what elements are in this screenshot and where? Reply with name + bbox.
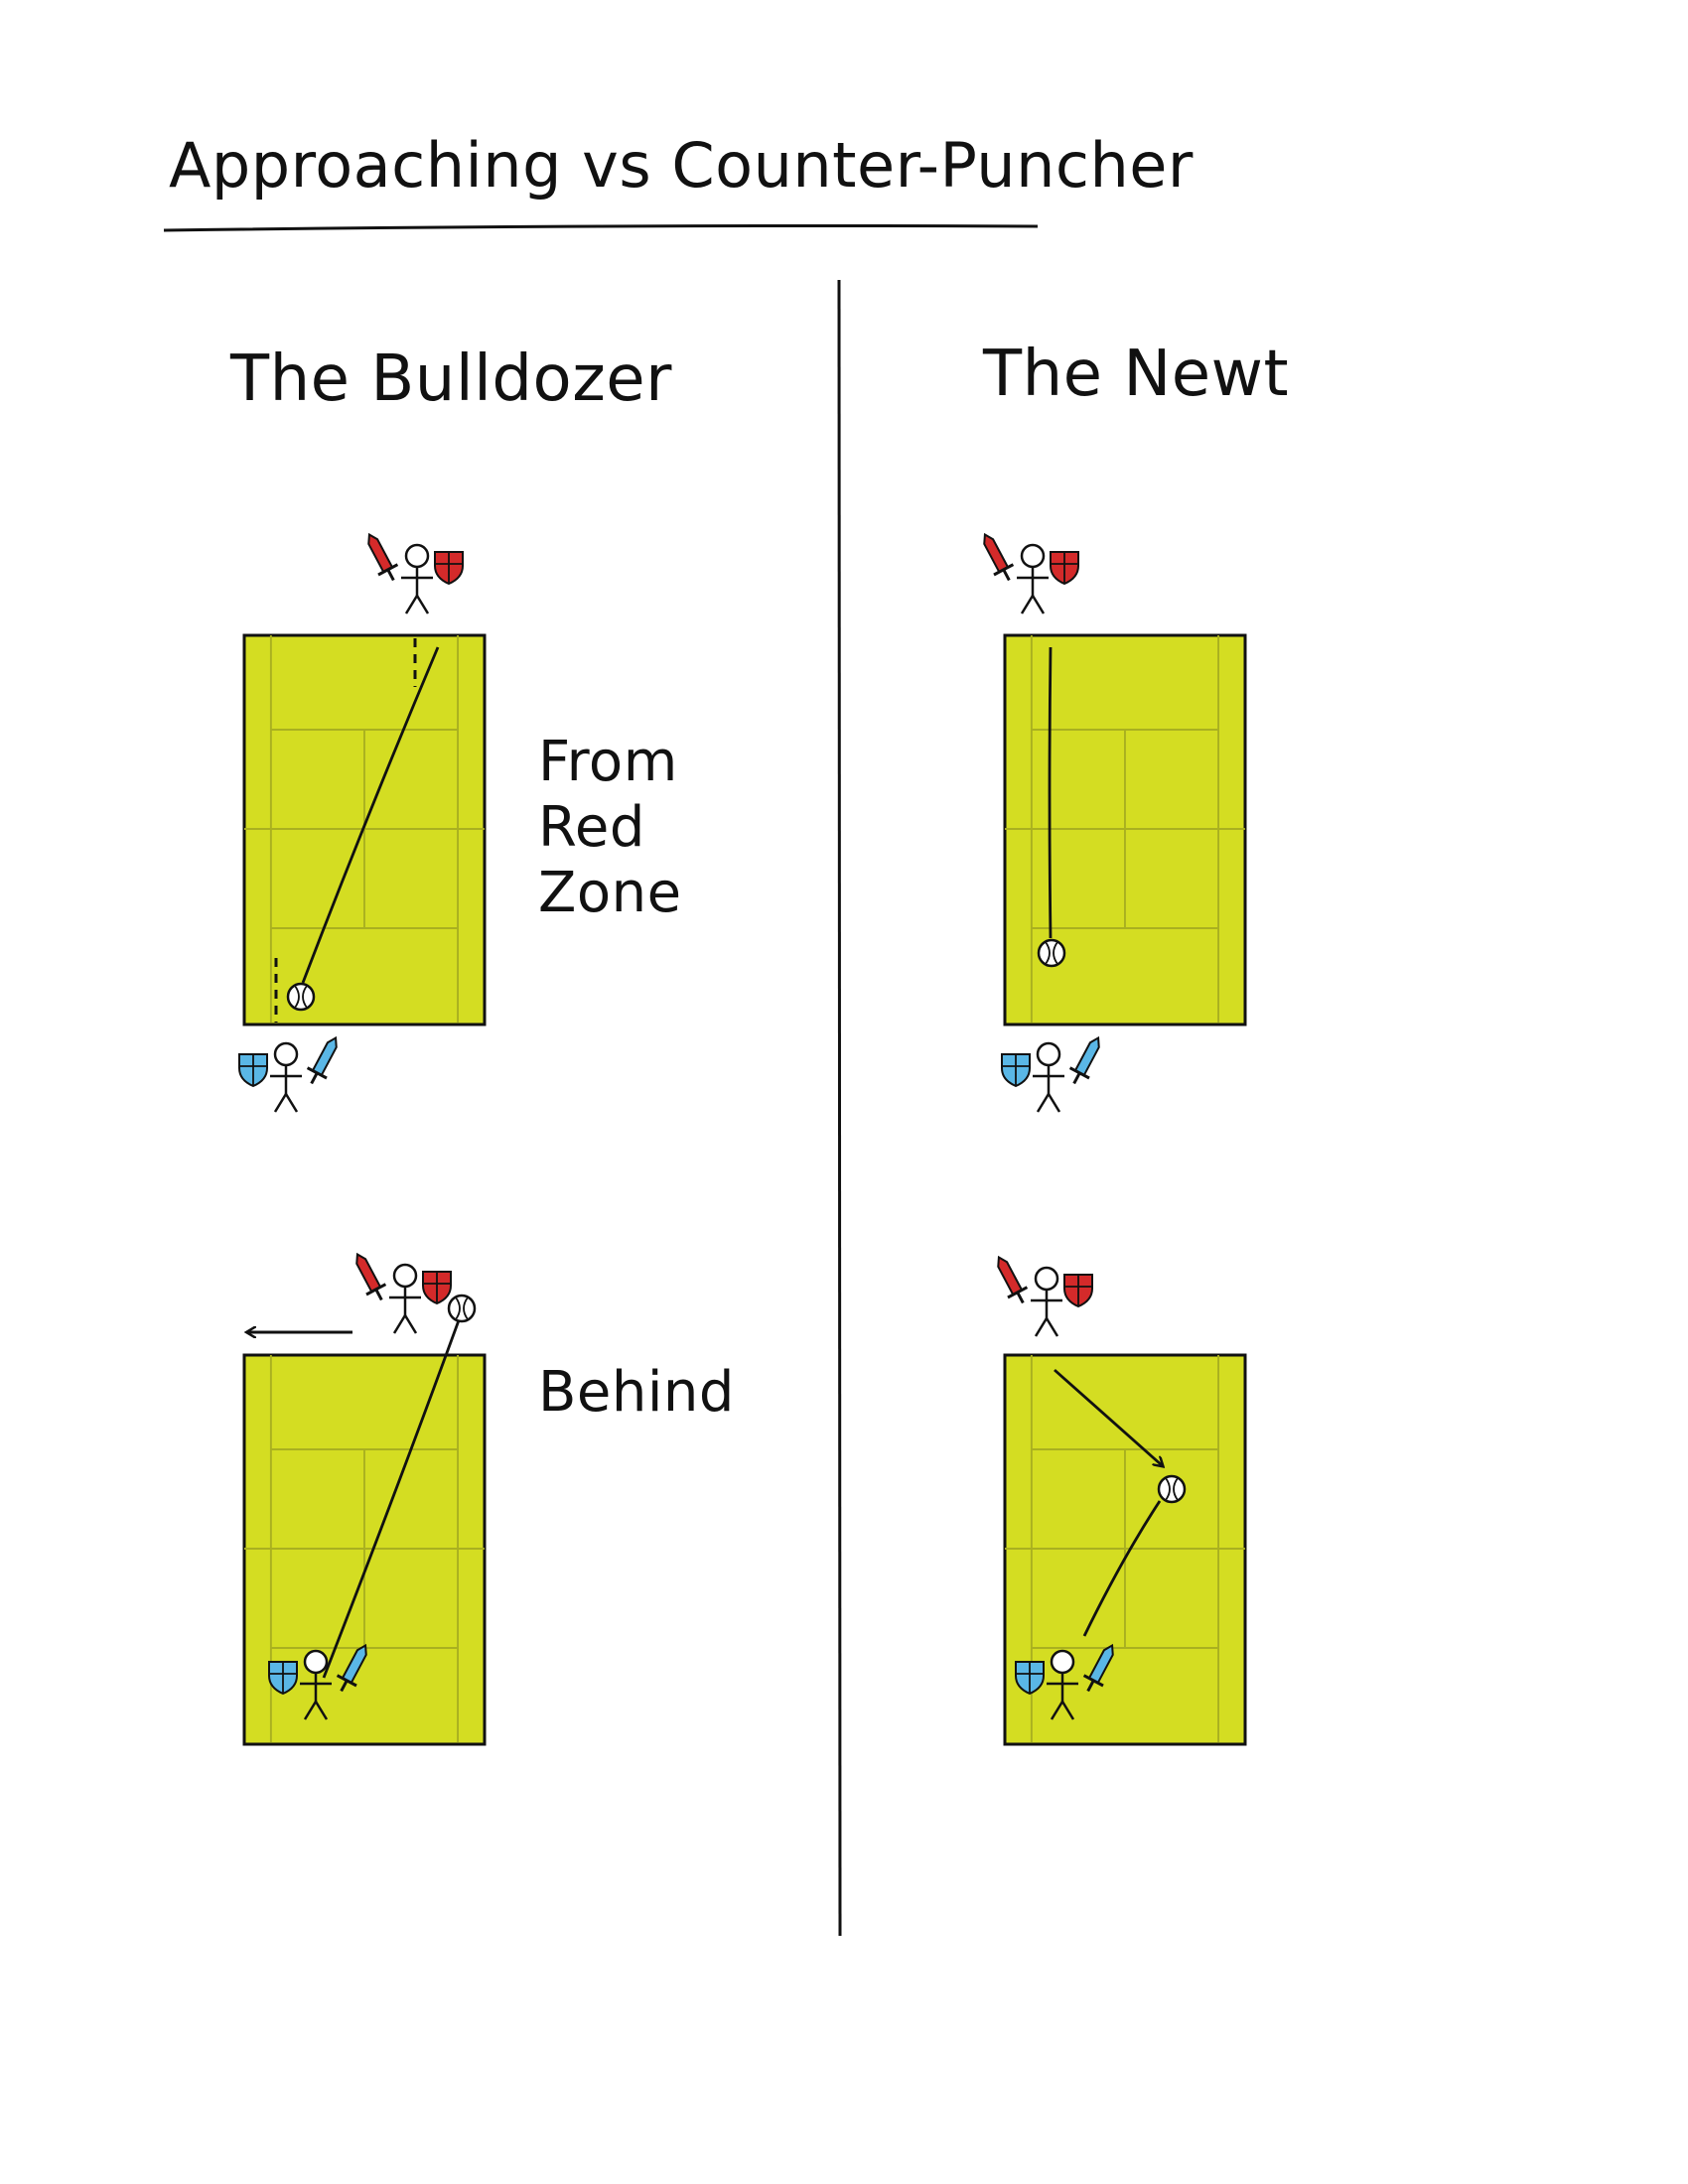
tennis-ball [1037,938,1066,968]
red-player [973,527,1079,615]
column-divider [836,279,842,1937]
title-underline [163,224,1039,232]
ball-trajectory [1082,1500,1162,1637]
ball-trajectory [301,646,440,984]
movement-arrow [1054,1368,1162,1465]
red-sword-icon [357,527,405,588]
red-player [346,1247,452,1335]
bulldozer-title: The Bulldozer [230,342,672,416]
note-line: From [538,730,678,794]
bulldozer-court-approach [242,633,487,1026]
red-shield-icon [422,1271,452,1304]
newt-court-approach [1003,633,1247,1026]
blue-player [238,1030,348,1114]
red-sword-icon [346,1247,393,1307]
page-title: Approaching vs Counter-Puncher [169,129,1194,202]
ball-trajectory [322,1319,461,1679]
tennis-ball [286,982,316,1012]
red-player [987,1250,1093,1338]
blue-player [1001,1030,1110,1114]
red-shield-icon [1050,551,1079,585]
newt-title: The Newt [983,338,1290,411]
red-shield-icon [1063,1274,1093,1307]
tennis-ball [1157,1474,1187,1504]
ball-trajectory [1048,646,1053,939]
blue-shield-icon [238,1053,268,1087]
tennis-ball [447,1294,477,1323]
note-line: Zone [538,861,682,925]
newt-court-behind [1003,1353,1247,1746]
red-player [357,527,464,615]
from-red-zone-note: From Red Zone [538,730,682,926]
red-sword-icon [973,527,1021,588]
blue-sword-icon [1062,1030,1110,1091]
red-sword-icon [987,1250,1035,1310]
blue-shield-icon [1001,1053,1031,1087]
note-line: Red [538,795,645,860]
blue-sword-icon [300,1030,348,1091]
behind-note: Behind [538,1360,735,1425]
red-shield-icon [434,551,464,585]
